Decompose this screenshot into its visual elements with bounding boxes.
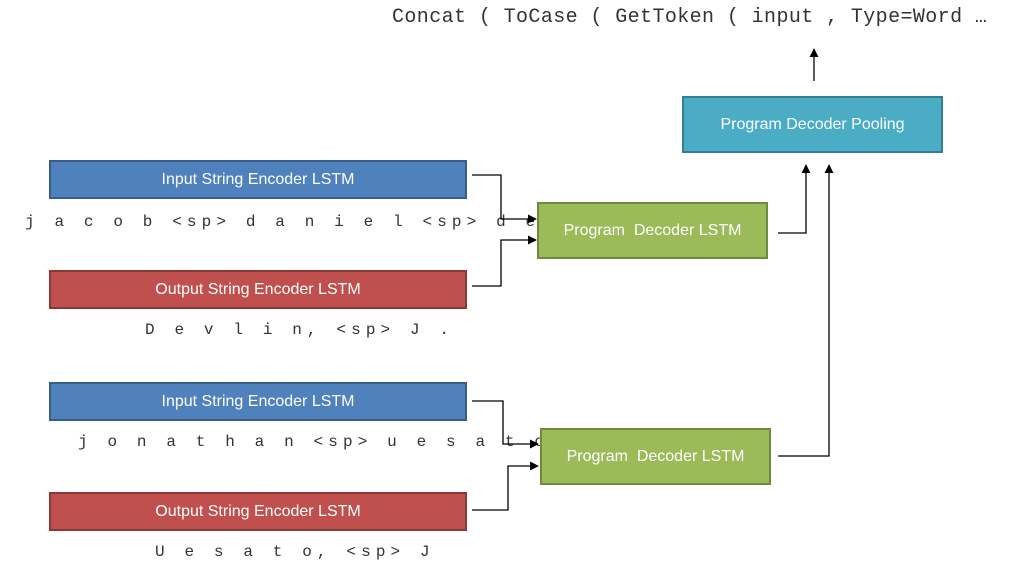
arrow-output1-to-decoder1 (472, 235, 537, 287)
output-string-encoder-box-1: Output String Encoder LSTM (49, 270, 467, 309)
output-string-1: D e v l i n, <sp> J . (145, 321, 455, 339)
arrow-input1-to-decoder1 (472, 174, 537, 224)
program-decoder-pooling-box: Program Decoder Pooling (682, 96, 943, 153)
arrow-decoder2-to-pooling (778, 164, 834, 457)
output-string-encoder-box-2: Output String Encoder LSTM (49, 492, 467, 531)
output-string-2: U e s a t o, <sp> J (155, 543, 435, 561)
program-decoder-lstm-box-2: Program Decoder LSTM (540, 428, 771, 485)
input-string-encoder-box-1: Input String Encoder LSTM (49, 160, 467, 199)
input-string-2: j o n a t h a n <sp> u e s a t o (78, 433, 550, 451)
program-output-text: Concat ( ToCase ( GetToken ( input , Typ… (392, 6, 988, 29)
arrow-decoder1-to-pooling (778, 164, 811, 234)
program-decoder-lstm-box-1: Program Decoder LSTM (537, 202, 768, 259)
input-string-encoder-box-2: Input String Encoder LSTM (49, 382, 467, 421)
arrow-input2-to-decoder2 (472, 400, 539, 449)
arrow-output2-to-decoder2 (472, 461, 539, 511)
